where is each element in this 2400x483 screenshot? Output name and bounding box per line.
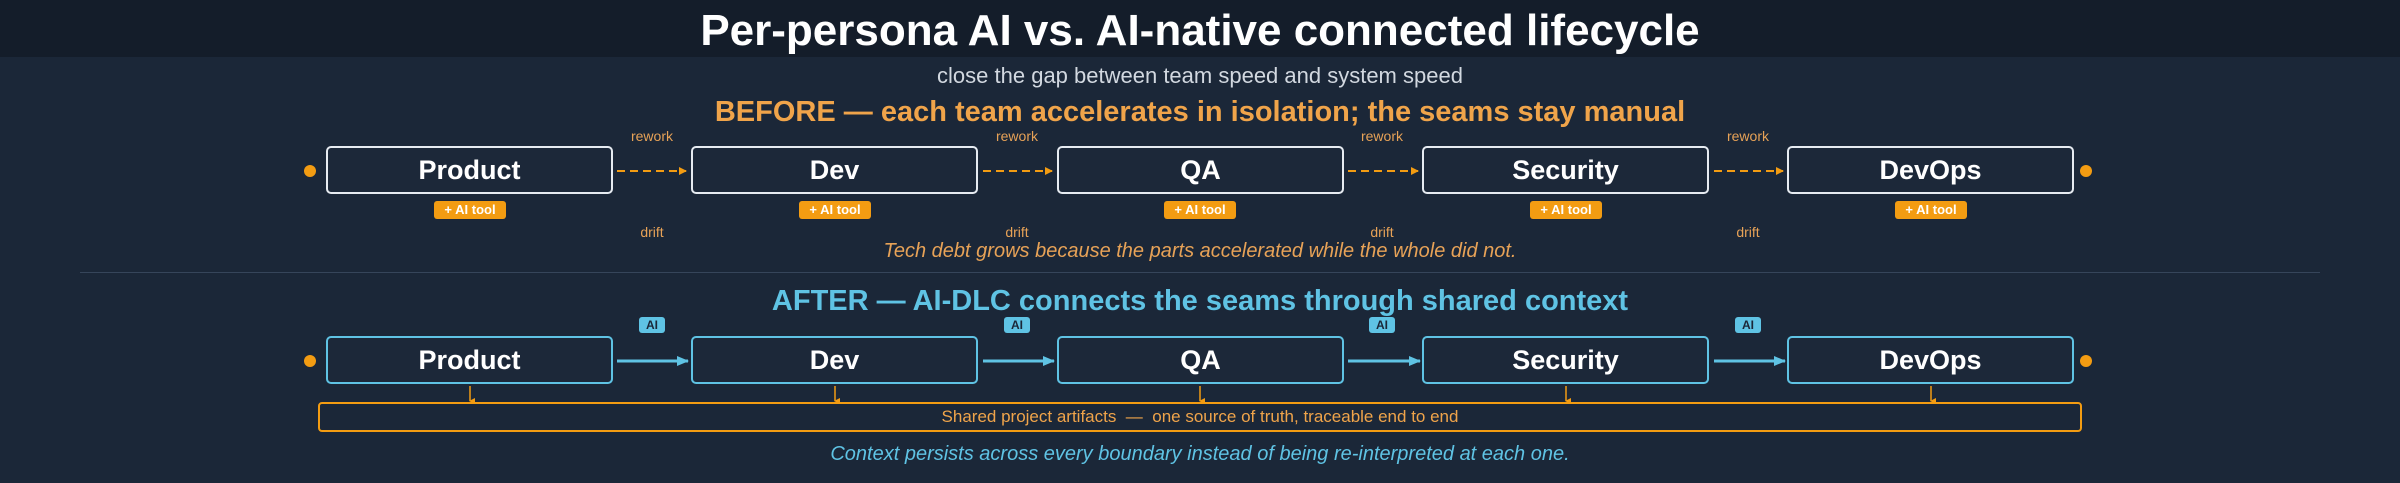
ai-badge: AI: [639, 317, 665, 333]
drift-label: drift: [1370, 224, 1394, 240]
rework-label: rework: [995, 128, 1038, 144]
ai-badge: AI: [1735, 317, 1761, 333]
rework-label: rework: [630, 128, 673, 144]
drift-label: drift: [1736, 224, 1760, 240]
rework-label: rework: [1360, 128, 1403, 144]
drift-label: drift: [640, 224, 664, 240]
flow-end-dot: [2080, 165, 2092, 177]
after-box-devops: DevOps: [1787, 336, 2074, 384]
shared-artifacts-bar: Shared project artifacts — one source of…: [318, 402, 2082, 432]
title-band: [0, 0, 2400, 57]
rework-label: rework: [1726, 128, 1769, 144]
before-box-qa: QA: [1057, 146, 1344, 194]
before-box-security: Security: [1422, 146, 1709, 194]
after-box-security: Security: [1422, 336, 1709, 384]
before-heading: BEFORE — each team accelerates in isolat…: [714, 96, 1686, 128]
ai-tool-badge: + AI tool: [434, 201, 506, 219]
drift-label: drift: [1005, 224, 1029, 240]
ai-badge: AI: [1004, 317, 1030, 333]
before-box-product: Product: [326, 146, 613, 194]
flow-end-dot: [2080, 355, 2092, 367]
section-divider: [80, 272, 2320, 273]
after-note: Context persists across every boundary i…: [830, 443, 1570, 465]
ai-tool-badge: + AI tool: [1895, 201, 1967, 219]
ai-tool-badge: + AI tool: [1164, 201, 1236, 219]
ai-badge: AI: [1369, 317, 1395, 333]
before-note: Tech debt grows because the parts accele…: [883, 240, 1517, 262]
ai-tool-badge: + AI tool: [799, 201, 871, 219]
before-box-dev: Dev: [691, 146, 978, 194]
after-heading: AFTER — AI-DLC connects the seams throug…: [771, 285, 1629, 317]
after-box-qa: QA: [1057, 336, 1344, 384]
flow-start-dot: [304, 165, 316, 177]
page-title: Per-persona AI vs. AI-native connected l…: [700, 6, 1700, 55]
flow-start-dot: [304, 355, 316, 367]
before-box-devops: DevOps: [1787, 146, 2074, 194]
after-box-dev: Dev: [691, 336, 978, 384]
page-subtitle: close the gap between team speed and sys…: [937, 63, 1463, 88]
ai-tool-badge: + AI tool: [1530, 201, 1602, 219]
after-box-product: Product: [326, 336, 613, 384]
